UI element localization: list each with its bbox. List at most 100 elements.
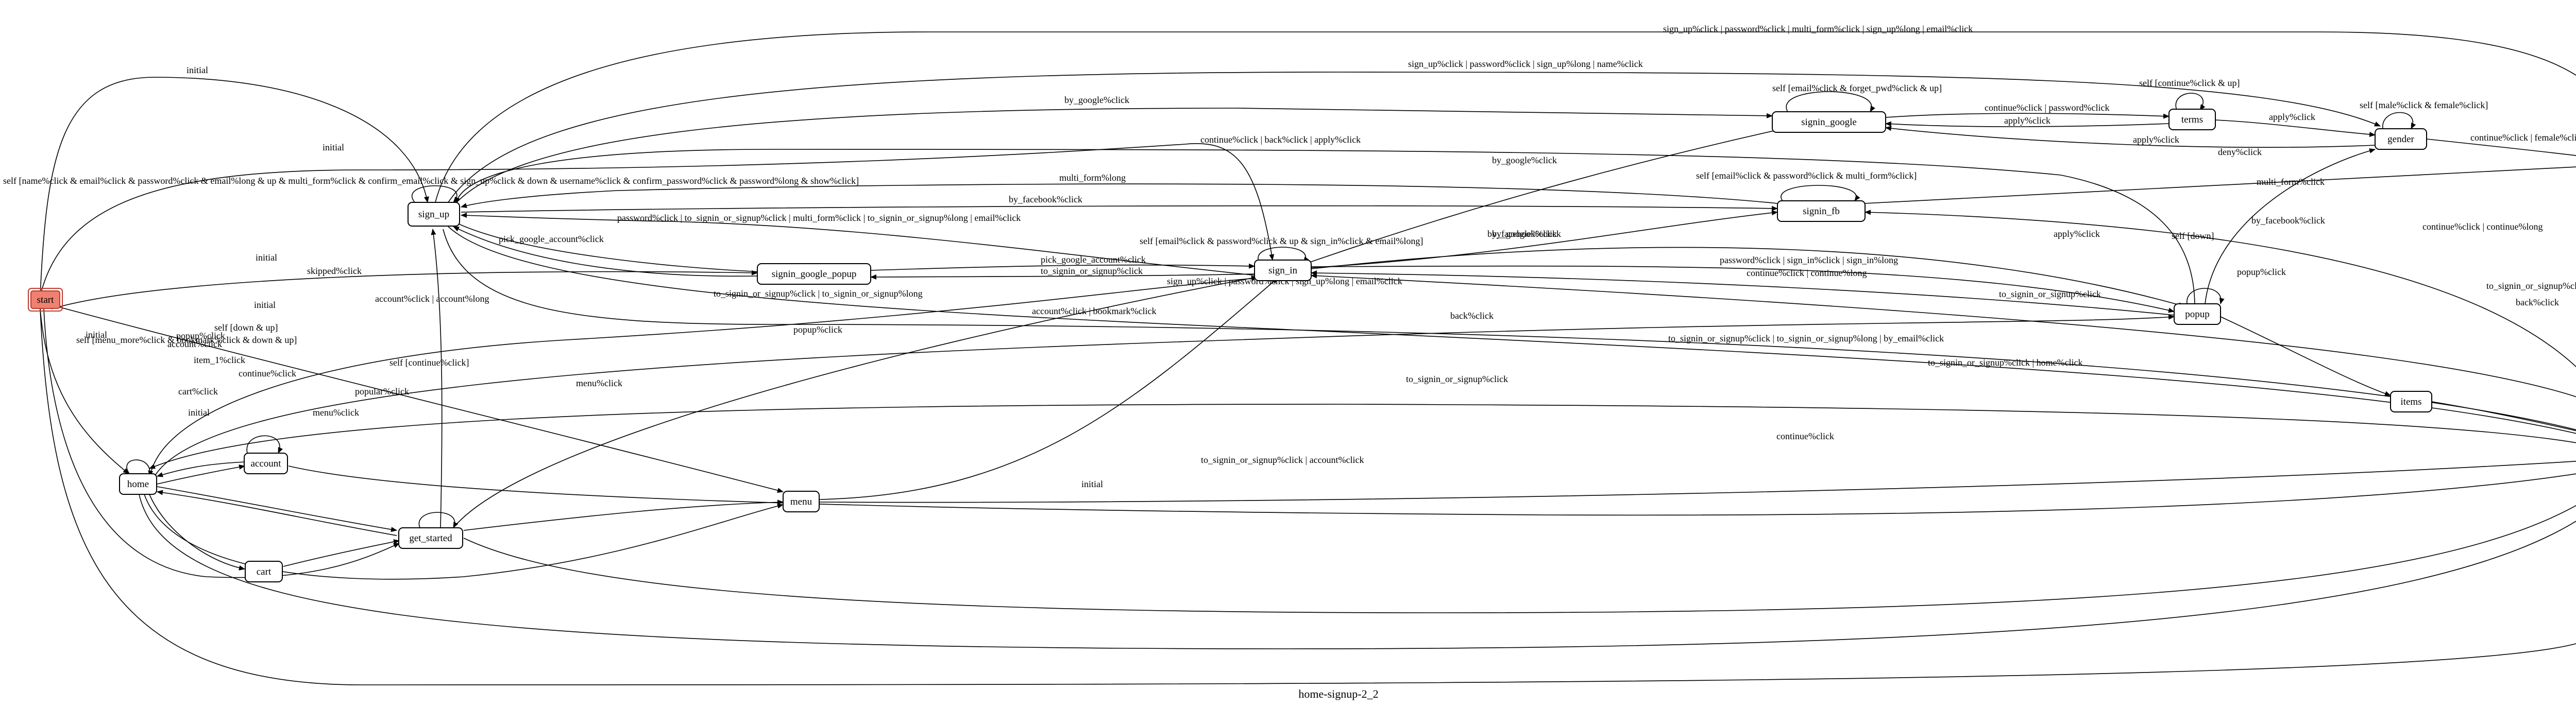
edge-get-started-to-sign-up: [431, 229, 443, 528]
node-signin-fb[interactable]: signin_fb: [1777, 200, 1866, 222]
edge-label: by_google%click: [1064, 95, 1129, 105]
edge-start-to-get-started: [43, 308, 400, 578]
edge-label: by_facebook%click: [1009, 194, 1082, 204]
edge-label: to_signin_or_signup%click: [1406, 374, 1508, 384]
edge-label: to_signin_or_signup%click | to_signin_or…: [1668, 333, 1944, 343]
edge-account-to-home: [157, 461, 245, 477]
edge-terms-to-signin-google: [1885, 121, 2170, 127]
edge-label: continue%click | continue%long: [1747, 268, 1867, 278]
edge-label: to_signin_or_signup%click | account%clic…: [1201, 455, 1364, 465]
node-sign-up[interactable]: sign_up: [408, 202, 460, 227]
node-signin-google-popup[interactable]: signin_google_popup: [757, 263, 871, 285]
edge-sign-up-to-signin-google-popup: [453, 221, 763, 274]
edge-label: apply%click: [2054, 229, 2100, 239]
node-start-label: start: [37, 295, 54, 305]
edge-label: to_signin_or_signup%click | to_signin_or…: [714, 288, 923, 299]
edge-label: by_google%click: [1492, 229, 1557, 239]
edge-label: popular%click: [355, 386, 409, 396]
node-terms[interactable]: terms: [2168, 109, 2216, 130]
node-account[interactable]: account: [244, 453, 288, 474]
edge-label: menu%click: [313, 407, 359, 418]
edge-label: pick_google_account%click: [1041, 254, 1146, 265]
edge-sign-in-self: [1258, 247, 1309, 263]
edge-label: initial: [86, 330, 107, 340]
edge-label: back%click: [2516, 297, 2559, 307]
node-menu[interactable]: menu: [783, 491, 820, 512]
edge-get-started-to-sign-in: [453, 275, 1258, 528]
edge-terms-self: [2175, 93, 2206, 111]
edge-label: continue%click | continue%long: [2422, 221, 2543, 232]
edge-label: by_facebook%click: [1487, 229, 1561, 239]
edge-label: self [name%click & email%click & passwor…: [3, 176, 859, 186]
edge-label: pick_google_account%click: [499, 234, 604, 244]
edge-label: initial: [323, 142, 344, 152]
edge-signin-google-popup-to-sign-in: [870, 263, 1255, 271]
edge-sign-up-to-signin-or-signup: [443, 229, 2576, 430]
node-items[interactable]: items: [2390, 391, 2432, 412]
edge-label: multi_form%click: [2257, 177, 2325, 187]
edge-popup-to-items: [2220, 316, 2391, 396]
node-start[interactable]: start: [28, 288, 63, 312]
edge-label: skipped%click: [307, 266, 362, 276]
edge-home-to-account: [157, 464, 245, 485]
edge-sign-up-to-signin-or-signup-2: [448, 226, 2576, 434]
edge-label: by_google%click: [1492, 155, 1557, 165]
node-gender[interactable]: gender: [2375, 128, 2427, 150]
edge-sign-up-to-end-top: [435, 31, 2576, 203]
edge-signin-or-signup-to-sign-in: [1311, 273, 2576, 398]
edge-label: popup%click: [793, 324, 842, 335]
edge-menu-to-signin-or-signup: [819, 460, 2576, 503]
edge-sign-in-to-signin-google-popup: [870, 273, 1255, 280]
edge-label: to_signin_or_signup%click | home%click: [1928, 357, 2083, 368]
edge-get-started-to-signin-or-signup: [463, 505, 2576, 613]
edge-label: initial: [1081, 479, 1103, 489]
edge-cart-to-get-started: [283, 539, 400, 567]
edge-start-to-signin-or-signup: [40, 308, 2576, 685]
edge-home-self: [126, 459, 154, 477]
edge-signin-or-signup-to-home-popup: [149, 404, 2576, 469]
edge-label: cart%click: [178, 386, 218, 396]
edge-label: back%click: [1450, 311, 1494, 321]
node-home-label: home: [127, 479, 149, 490]
edge-start-to-home: [40, 308, 129, 474]
edge-label: self [continue%click & up]: [2139, 78, 2240, 88]
node-popup[interactable]: popup: [2174, 303, 2221, 325]
node-menu-label: menu: [790, 496, 812, 507]
edge-label: continue%click | female%click: [2470, 132, 2576, 143]
edge-label: self [email%click & password%click & up …: [1140, 236, 1423, 246]
edge-signin-or-signup-to-signin-fb: [1865, 210, 2576, 368]
node-cart[interactable]: cart: [245, 561, 283, 582]
edge-menu-to-sign-in: [819, 278, 1278, 500]
node-get-started[interactable]: get_started: [398, 527, 463, 549]
edge-label: multi_form%long: [1059, 173, 1126, 183]
edge-label: self [menu_more%click & bookmark%click &…: [76, 335, 297, 345]
node-account-label: account: [250, 458, 281, 469]
edge-label: apply%click: [2133, 134, 2179, 145]
edge-label: menu%click: [576, 378, 622, 388]
edge-gender-self: [2382, 112, 2416, 129]
edge-account-self: [246, 435, 283, 454]
edge-label: continue%click | password%click: [1985, 102, 2110, 113]
node-sign-in[interactable]: sign_in: [1254, 260, 1312, 281]
edge-popup-self: [2187, 288, 2225, 304]
edge-signin-google-popup-to-sign-up: [453, 226, 758, 277]
edge-label: initial: [254, 300, 276, 310]
edge-label: by_facebook%click: [2251, 215, 2325, 226]
edge-label: popup%click: [2237, 267, 2286, 277]
edge-label: item_1%click: [194, 355, 245, 365]
edge-sign-up-to-gender: [448, 72, 2381, 203]
node-sign-in-label: sign_in: [1268, 265, 1297, 276]
node-signin-google[interactable]: signin_google: [1772, 111, 1886, 133]
edge-label: to_signin_or_signup%click: [1999, 289, 2101, 299]
edge-start-to-sign-up-initial: [40, 77, 429, 297]
edge-label: initial: [188, 407, 210, 418]
node-home[interactable]: home: [119, 473, 157, 495]
edge-signin-fb-to-end: [1865, 166, 2576, 204]
edge-signin-google-to-terms: [1885, 113, 2170, 119]
node-sign-up-label: sign_up: [418, 209, 449, 220]
edge-label: continue%click | back%click | apply%clic…: [1200, 134, 1361, 145]
edge-label: apply%click: [2269, 112, 2315, 122]
node-popup-label: popup: [2185, 309, 2210, 320]
edge-terms-to-gender: [2215, 119, 2376, 137]
edge-labels: sign_up%click | password%click | multi_f…: [3, 24, 2576, 489]
